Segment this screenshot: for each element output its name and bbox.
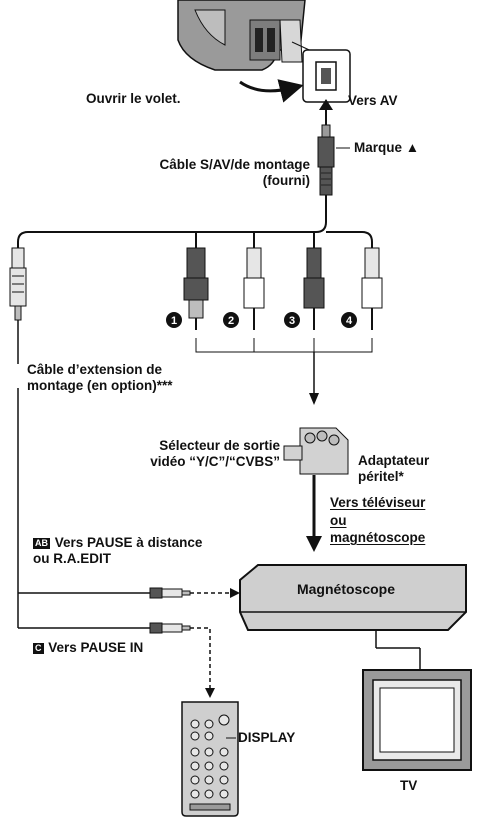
label-cable-line2: (fourni) [262, 173, 310, 188]
arrow-to-vcr [306, 475, 322, 552]
bracket-arrow [195, 338, 373, 405]
label-mark: Marque ▲ [354, 140, 420, 155]
label-adapter-line2: péritel* [358, 469, 404, 484]
scart-adapter [283, 427, 349, 475]
connector-3 [303, 247, 325, 330]
edit-cable-plug [9, 247, 27, 321]
cable-harness [17, 210, 373, 248]
label-selector-line1: Sélecteur de sortie [159, 438, 280, 453]
label-extension-line1: Câble d’extension de [27, 362, 163, 377]
label-display: DISPLAY [238, 730, 296, 745]
edit-cable-line [17, 320, 150, 629]
cable-plug [317, 124, 350, 210]
jack-plug-ab [149, 587, 240, 599]
arrow-to-av [319, 99, 333, 125]
connector-1 [183, 247, 209, 330]
label-ab-line1: AB Vers PAUSE à distance [33, 535, 202, 551]
label-selector-line2: vidéo “Y/C”/“CVBS” [150, 454, 280, 469]
label-tv: TV [400, 778, 418, 793]
connector-markers: 1 2 3 4 [166, 312, 357, 328]
label-to-tv-line1: Vers téléviseur [330, 495, 426, 510]
label-adapter-line1: Adaptateur [358, 453, 430, 468]
label-cable-line1: Câble S/AV/de montage [159, 157, 310, 172]
label-vcr: Magnétoscope [296, 581, 395, 597]
label-to-av: Vers AV [348, 93, 398, 108]
label-open-cover: Ouvrir le volet. [86, 91, 181, 106]
marker-2: 2 [228, 315, 234, 327]
label-to-tv-line2: ou [330, 513, 347, 528]
camcorder-illustration [177, 0, 306, 103]
marker-4: 4 [346, 315, 353, 327]
av-jack-zoom [291, 41, 351, 103]
vcr-box [239, 564, 467, 631]
label-to-tv-line3: magnétoscope [330, 530, 426, 545]
marker-1: 1 [171, 315, 177, 327]
connector-4 [361, 247, 383, 330]
jack-plug-c [149, 622, 215, 698]
connector-2 [243, 247, 265, 330]
remote-control [181, 701, 239, 817]
label-c-line: C Vers PAUSE IN [33, 640, 143, 656]
c-key-badge: C [33, 643, 44, 654]
tv-illustration [362, 669, 472, 771]
label-ab-line2: ou R.A.EDIT [33, 551, 111, 566]
ab-key-badge: AB [33, 538, 50, 549]
label-extension-line2: montage (en option)*** [27, 378, 173, 393]
marker-3: 3 [289, 315, 295, 327]
label-c-text: Vers PAUSE IN [48, 640, 144, 655]
label-ab-text: Vers PAUSE à distance [54, 535, 203, 550]
